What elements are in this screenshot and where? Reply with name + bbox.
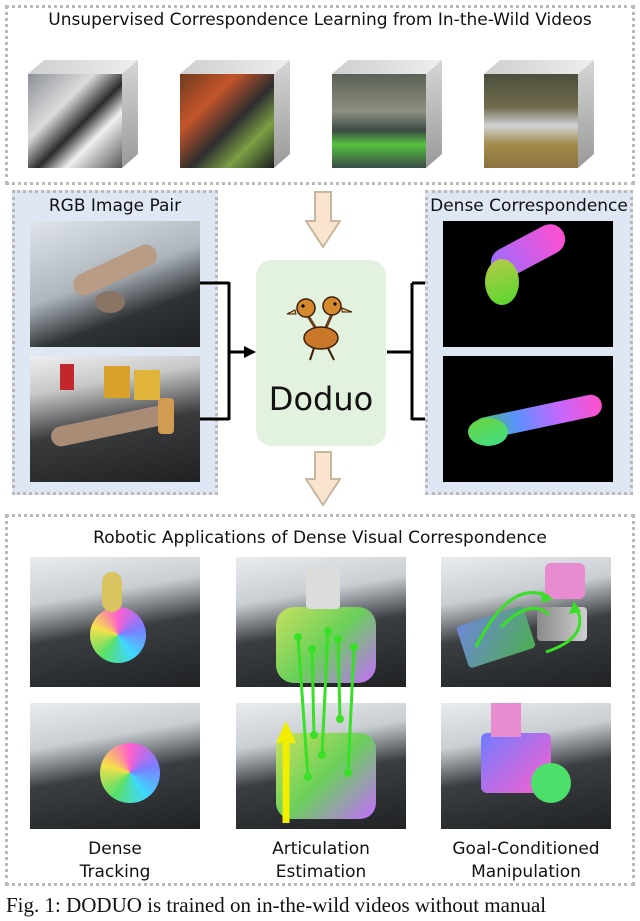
tracking-frame-2 <box>30 703 200 829</box>
figure-caption: Fig. 1: DODUO is trained on in-the-wild … <box>6 893 547 917</box>
articulation-label-line2: Estimation <box>275 862 367 882</box>
correspondence-map-1 <box>443 221 613 347</box>
doduo-model-box: Doduo <box>256 260 386 446</box>
tracking-frame-1 <box>30 557 200 687</box>
rgb-image-1 <box>30 221 200 347</box>
manipulation-goal-arrows <box>474 591 582 654</box>
dense-correspondence-title: Dense Correspondence <box>430 196 628 216</box>
applications-panel <box>5 514 635 886</box>
manipulation-label-line2: Manipulation <box>471 862 581 882</box>
down-arrow-bottom <box>305 451 341 507</box>
rgb-pair-title: RGB Image Pair <box>48 196 182 216</box>
rgb-image-2 <box>30 356 200 482</box>
doduo-bird-logo <box>286 296 353 361</box>
video-thumb-pandas <box>28 60 138 170</box>
doduo-model-name: Doduo <box>268 380 374 418</box>
video-thumb-car <box>484 60 594 170</box>
video-panel <box>5 5 635 185</box>
tracking-label-line1: Dense <box>88 839 142 859</box>
video-thumb-kayak <box>332 60 442 170</box>
correspondence-map-2 <box>443 356 613 482</box>
video-panel-title: Unsupervised Correspondence Learning fro… <box>48 10 592 30</box>
articulation-label-line1: Articulation <box>272 839 370 859</box>
articulation-track-lines <box>276 627 358 823</box>
down-arrow-top <box>305 191 341 249</box>
applications-title: Robotic Applications of Dense Visual Cor… <box>93 528 547 548</box>
manipulation-frame-2 <box>441 703 611 829</box>
articulation-frame-2 <box>236 703 406 829</box>
manipulation-label-line1: Goal-Conditioned <box>452 839 600 859</box>
tracking-label-line2: Tracking <box>79 862 151 882</box>
video-thumb-engine <box>180 60 290 170</box>
manipulation-frame-1 <box>441 557 611 687</box>
